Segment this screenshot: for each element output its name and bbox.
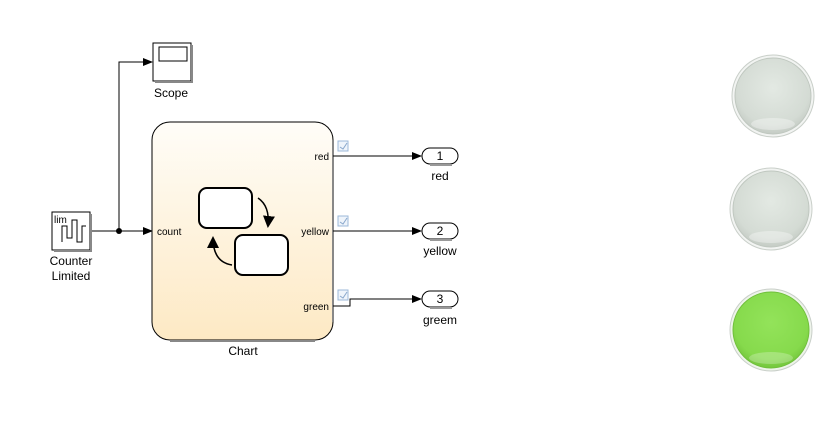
signal-logging-badges[interactable] [337, 140, 349, 301]
outport-yellow-label: yellow [423, 244, 457, 258]
logging-badge-icon-yellow [337, 215, 349, 227]
logging-badge-icon-red [337, 140, 349, 152]
chart-output-port-red: red [315, 152, 329, 163]
counter-to-scope-line [118, 58, 153, 231]
yellow-lamp[interactable] [729, 167, 813, 251]
state-diagram-icon [198, 187, 289, 276]
outport-green-number: 3 [437, 292, 444, 306]
outport-red-label: red [431, 169, 448, 183]
green-lamp[interactable] [729, 288, 813, 372]
stateflow-chart-block[interactable]: count red yellow green Chart [151, 121, 334, 358]
counter-limited-block[interactable]: lim Counter Limited [50, 211, 93, 283]
chart-output-port-green: green [303, 302, 329, 313]
branch-point [116, 228, 122, 234]
outport-yellow[interactable]: 2 yellow [421, 222, 459, 258]
scope-label: Scope [154, 86, 188, 100]
counter-label-line2: Limited [52, 269, 91, 283]
chart-output-port-yellow: yellow [301, 227, 330, 238]
chart-input-port-count: count [157, 227, 182, 238]
staircase-signal-icon [61, 219, 86, 243]
scope-screen-icon [158, 46, 188, 62]
outport-yellow-number: 2 [437, 224, 444, 238]
outport-green[interactable]: 3 greem [421, 290, 459, 327]
outport-green-label: greem [423, 313, 457, 327]
red-lamp[interactable] [731, 54, 815, 138]
output-lines [333, 152, 422, 307]
scope-block[interactable]: Scope [152, 42, 193, 100]
signal-lines [92, 58, 153, 235]
chart-label: Chart [228, 344, 258, 358]
lamp-panel [729, 54, 815, 372]
counter-icon-text: lim [54, 215, 67, 226]
counter-label-line1: Counter [50, 254, 93, 268]
logging-badge-icon-green [337, 289, 349, 301]
outport-red-number: 1 [437, 149, 444, 163]
green-output-line [333, 295, 422, 307]
outport-red[interactable]: 1 red [421, 147, 459, 183]
